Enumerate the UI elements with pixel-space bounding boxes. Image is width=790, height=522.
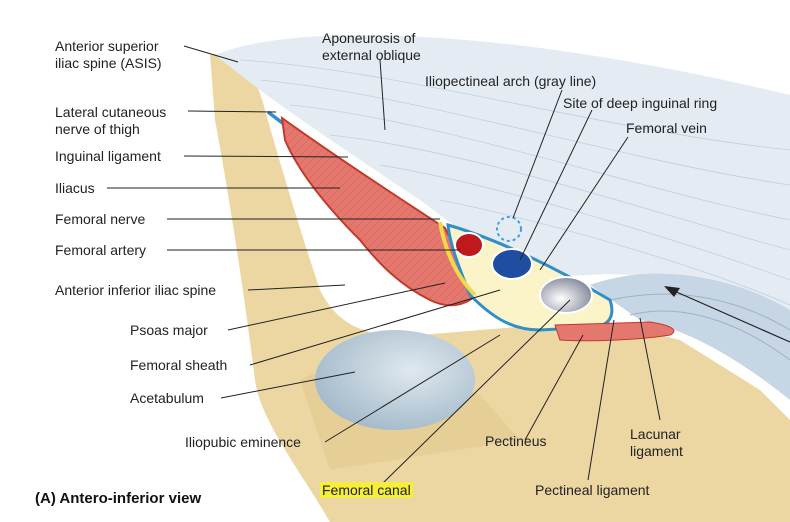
label-inguinal-ligament: Inguinal ligament (55, 148, 161, 164)
label-femoral-artery: Femoral artery (55, 242, 147, 258)
label-lacunar-ligament: Lacunar ligament (630, 426, 683, 459)
acetabulum-shape (315, 330, 475, 430)
femoral-nerve-shape (438, 221, 477, 297)
deep-ring-circle (496, 216, 522, 242)
label-femoral-vein: Femoral vein (626, 120, 707, 136)
label-aponeurosis: Aponeurosis of external oblique (322, 30, 421, 63)
arrow-head (664, 286, 680, 297)
label-femoral-sheath: Femoral sheath (130, 357, 228, 373)
label-deep-inguinal-ring: Site of deep inguinal ring (563, 95, 718, 111)
label-lateral-cutaneous-nerve: Lateral cutaneous nerve of thigh (55, 104, 167, 137)
label-femoral-nerve: Femoral nerve (55, 211, 146, 227)
label-iliopubic-eminence: Iliopubic eminence (185, 434, 301, 450)
figure-caption: (A) Antero-inferior view (35, 490, 202, 507)
femoral-vein-shape (491, 248, 533, 280)
label-psoas-major: Psoas major (130, 322, 208, 338)
femoral-canal-shape (539, 276, 593, 314)
label-femoral-canal: Femoral canal (320, 482, 413, 498)
reflected-band (590, 273, 790, 400)
label-aiis: Anterior inferior iliac spine (55, 282, 217, 298)
aponeurosis-sheet (215, 35, 790, 340)
arrow-line (671, 289, 790, 343)
label-asis: Anterior superior iliac spine (ASIS) (55, 38, 162, 71)
label-pectineus: Pectineus (485, 433, 547, 449)
label-acetabulum: Acetabulum (130, 390, 204, 406)
label-pectineal-ligament: Pectineal ligament (535, 482, 650, 498)
femoral-artery-shape (454, 232, 484, 258)
label-iliacus: Iliacus (55, 180, 95, 196)
label-iliopectineal-arch: Iliopectineal arch (gray line) (425, 73, 597, 89)
